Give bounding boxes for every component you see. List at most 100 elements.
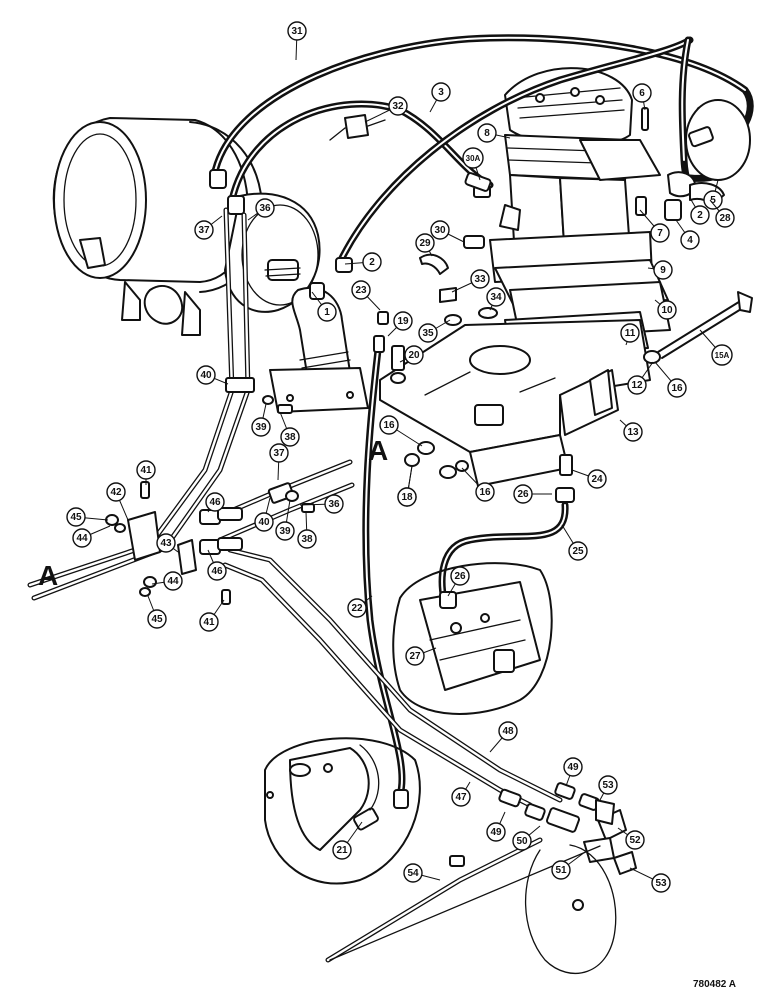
callout-circle	[680, 230, 700, 250]
callout-circle	[194, 220, 214, 240]
callout-circle	[351, 280, 371, 300]
callout-circle	[462, 147, 484, 169]
callout-number: 46	[211, 566, 223, 577]
callout-number: 19	[397, 316, 409, 327]
callout-number: 52	[629, 835, 641, 846]
callout-11: 11	[620, 323, 640, 346]
callout-23: 23	[351, 280, 381, 311]
callout-number: 4	[687, 235, 693, 246]
callout-16: 16	[461, 467, 495, 502]
callout-circle	[379, 415, 399, 435]
callout-7: 7	[639, 209, 670, 243]
callout-30: 30	[430, 220, 465, 243]
callout-circle	[251, 417, 271, 437]
callout-circle	[255, 198, 275, 218]
callout-number: 30	[434, 225, 446, 236]
callout-26: 26	[447, 566, 470, 597]
callout-46: 46	[205, 492, 225, 513]
callout-10: 10	[654, 299, 677, 320]
callout-number: 18	[401, 492, 413, 503]
callout-number: 41	[140, 465, 152, 476]
callout-number: 49	[567, 762, 579, 773]
callout-number: 39	[279, 526, 291, 537]
callout-circle	[703, 190, 723, 210]
callout-number: 38	[284, 432, 296, 443]
callout-number: 28	[719, 213, 731, 224]
hose-clamp	[329, 114, 386, 141]
callout-circle	[393, 311, 413, 331]
callout-circle	[362, 252, 382, 272]
callout-circle	[269, 443, 289, 463]
callout-circle	[163, 571, 183, 591]
callout-number: 2	[369, 257, 375, 268]
callout-number: 44	[167, 576, 179, 587]
callout-3: 3	[429, 82, 451, 113]
callout-number: 8	[484, 128, 490, 139]
callout-circle	[431, 82, 451, 102]
callout-50: 50	[512, 825, 541, 851]
callout-33: 33	[451, 269, 490, 293]
callout-number: 34	[490, 292, 502, 303]
callout-circle	[587, 469, 607, 489]
callout-circle	[651, 873, 671, 893]
callout-circle	[404, 345, 424, 365]
callout-circle	[324, 494, 344, 514]
callout-38: 38	[297, 511, 317, 549]
callout-37: 37	[269, 443, 289, 481]
callout-39: 39	[251, 403, 271, 437]
callout-5: 5	[703, 179, 723, 210]
callout-19: 19	[387, 311, 413, 337]
callout-number: 50	[516, 836, 528, 847]
callout-circle	[513, 484, 533, 504]
callout-number: 15A	[715, 351, 730, 360]
callout-circle	[475, 482, 495, 502]
callout-circle	[477, 123, 497, 143]
callout-2: 2	[344, 252, 382, 272]
callout-43: 43	[156, 533, 179, 553]
callout-number: 49	[490, 827, 502, 838]
callout-46: 46	[207, 549, 227, 581]
callout-circle	[287, 21, 307, 41]
mounting-bracket	[379, 319, 651, 487]
callout-30a: 30A	[462, 147, 484, 181]
callout-circle	[72, 528, 92, 548]
callout-number: 5	[710, 195, 716, 206]
callout-number: 10	[661, 305, 673, 316]
callout-number: 43	[160, 538, 172, 549]
callout-circle	[653, 260, 673, 280]
callout-number: 16	[479, 487, 491, 498]
callout-24: 24	[571, 469, 607, 489]
callout-number: 32	[392, 101, 404, 112]
callout-circle	[280, 427, 300, 447]
callout-circle	[199, 612, 219, 632]
callout-47: 47	[451, 781, 471, 807]
hose-fittings	[209, 126, 725, 809]
callout-number: 6	[639, 88, 645, 99]
callout-circle	[625, 830, 645, 850]
callout-number: 47	[455, 792, 467, 803]
callout-circle	[136, 460, 156, 480]
callout-44: 44	[151, 571, 183, 591]
callout-number: 40	[200, 370, 212, 381]
air-lines	[27, 207, 563, 963]
callout-44: 44	[72, 525, 111, 548]
callout-16: 16	[379, 415, 423, 447]
callout-number: 22	[351, 603, 363, 614]
callout-51: 51	[551, 851, 586, 880]
callout-number: 53	[602, 780, 614, 791]
callout-number: 30A	[466, 154, 481, 163]
callout-circle	[275, 521, 295, 541]
callout-circle	[207, 561, 227, 581]
callout-36: 36	[247, 198, 275, 221]
callout-number: 35	[422, 328, 434, 339]
callout-26: 26	[513, 484, 552, 504]
callout-circle	[690, 205, 710, 225]
line-clamps	[105, 377, 315, 605]
callout-52: 52	[617, 827, 645, 850]
callout-27: 27	[405, 646, 437, 666]
callout-32: 32	[364, 96, 408, 123]
callout-circle	[512, 831, 532, 851]
callout-number: 38	[301, 534, 313, 545]
callout-6: 6	[632, 83, 652, 111]
callout-number: 46	[209, 497, 221, 508]
